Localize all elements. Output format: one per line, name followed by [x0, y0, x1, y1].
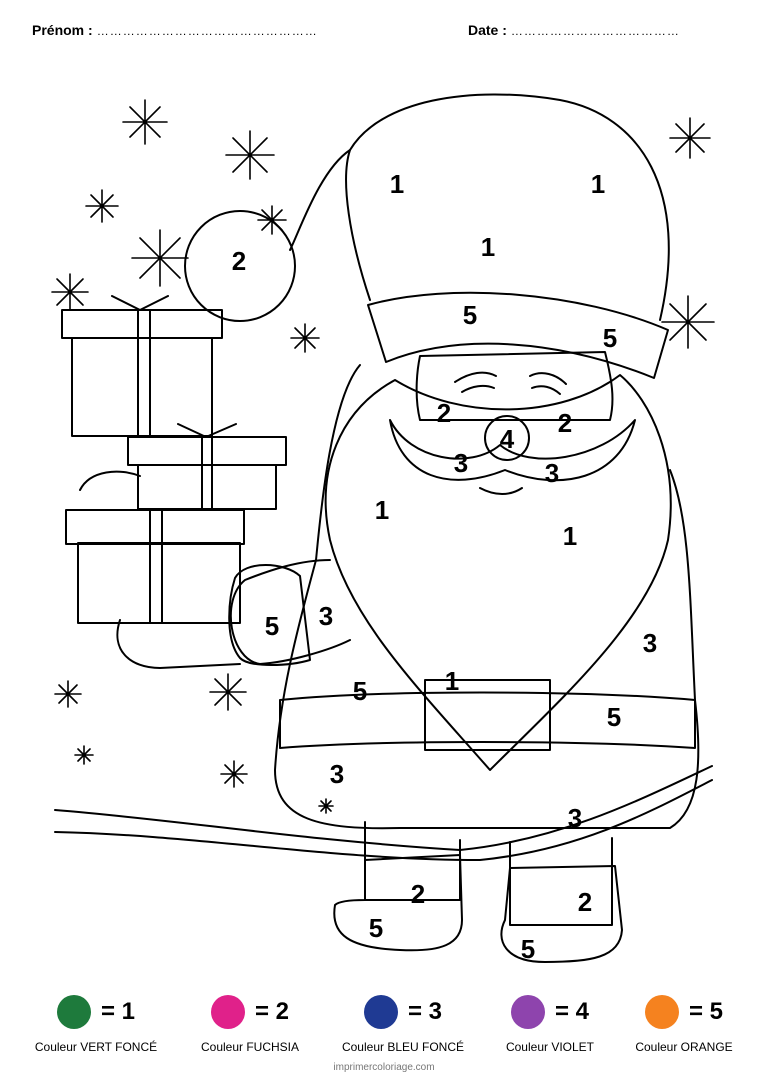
legend-label: Couleur BLEU FONCÉ	[341, 1040, 465, 1054]
legend-item: = 3 Couleur BLEU FONCÉ	[328, 992, 478, 1054]
region-number: 3	[454, 448, 468, 478]
santa-coloring-drawing: 1 1 1 2 5 5 2 2 4 3 3 1 1 5 3 3 5 1 5 3 …	[51, 93, 715, 964]
color-swatch	[210, 995, 245, 1029]
region-number: 5	[265, 611, 279, 641]
region-number: 5	[463, 300, 477, 330]
region-number: 2	[232, 246, 246, 276]
region-number: 1	[563, 521, 577, 551]
legend-item: = 4 Couleur VIOLET	[475, 992, 625, 1054]
legend-item: = 1 Couleur VERT FONCÉ	[21, 992, 171, 1054]
fur-cuff	[228, 564, 311, 666]
prenom-field[interactable]: Prénom : ……………………………………………	[32, 22, 318, 38]
legend-number: = 3	[407, 998, 443, 1025]
date-dots: …………………………………	[510, 24, 680, 38]
region-number: 1	[445, 666, 459, 696]
region-number: 5	[521, 934, 535, 964]
santa-mouth	[479, 487, 523, 495]
region-number: 3	[330, 759, 344, 789]
legend-label: Couleur FUCHSIA	[200, 1040, 300, 1054]
region-number: 5	[353, 676, 367, 706]
mustache	[389, 419, 636, 482]
site-credit: imprimercoloriage.com	[333, 1062, 435, 1073]
belt-buckle	[424, 679, 551, 751]
ground-line	[54, 765, 713, 851]
left-boot	[333, 854, 463, 952]
legend-item: = 5 Couleur ORANGE	[609, 992, 759, 1054]
region-number: 2	[578, 887, 592, 917]
date-label: Date :	[468, 22, 507, 38]
right-leg	[509, 837, 613, 926]
santa-hat	[345, 93, 670, 321]
legend-number: = 4	[554, 998, 590, 1025]
region-number: 5	[603, 323, 617, 353]
hand	[79, 470, 241, 669]
santa-body	[274, 364, 700, 830]
worksheet-header: Prénom : …………………………………………… Date : …………………	[32, 18, 736, 42]
legend-label: Couleur VERT FONCÉ	[34, 1040, 158, 1054]
region-number: 1	[375, 495, 389, 525]
color-swatch	[56, 995, 91, 1029]
region-number: 1	[390, 169, 404, 199]
santa-beard	[324, 374, 672, 771]
gift-stack	[61, 295, 287, 624]
region-number: 2	[437, 398, 451, 428]
region-number: 3	[545, 458, 559, 488]
region-number: 1	[481, 232, 495, 262]
date-field[interactable]: Date : …………………………………	[468, 22, 680, 38]
santa-face	[415, 351, 614, 421]
legend-label: Couleur VIOLET	[505, 1040, 595, 1054]
hat-brim	[367, 291, 669, 379]
color-swatch	[363, 995, 398, 1029]
right-boot	[500, 865, 623, 963]
legend-item: = 2 Couleur FUCHSIA	[175, 992, 325, 1054]
santa-nose	[484, 415, 530, 461]
region-number: 2	[411, 879, 425, 909]
region-number: 4	[500, 424, 515, 454]
left-eye	[454, 371, 497, 393]
color-swatch	[510, 995, 545, 1029]
belt	[279, 691, 696, 749]
region-number: 2	[558, 408, 572, 438]
color-swatch	[644, 995, 679, 1029]
region-number: 3	[643, 628, 657, 658]
hat-tail	[289, 149, 351, 251]
legend-number: = 1	[100, 998, 136, 1025]
snowflake-icon	[51, 99, 715, 814]
right-eye	[529, 372, 567, 395]
ground-line	[54, 779, 713, 861]
region-number: 3	[319, 601, 333, 631]
color-legend: = 1 Couleur VERT FONCÉ = 2 Couleur FUCHS…	[0, 992, 768, 1062]
legend-number: = 2	[254, 998, 290, 1025]
legend-number: = 5	[688, 998, 724, 1025]
legend-label: Couleur ORANGE	[635, 1040, 733, 1054]
region-number: 5	[369, 913, 383, 943]
region-number: 1	[591, 169, 605, 199]
prenom-dots: ……………………………………………	[96, 24, 318, 38]
prenom-label: Prénom :	[32, 22, 93, 38]
region-number: 3	[568, 803, 582, 833]
region-number: 5	[607, 702, 621, 732]
hat-pompom	[184, 210, 296, 322]
